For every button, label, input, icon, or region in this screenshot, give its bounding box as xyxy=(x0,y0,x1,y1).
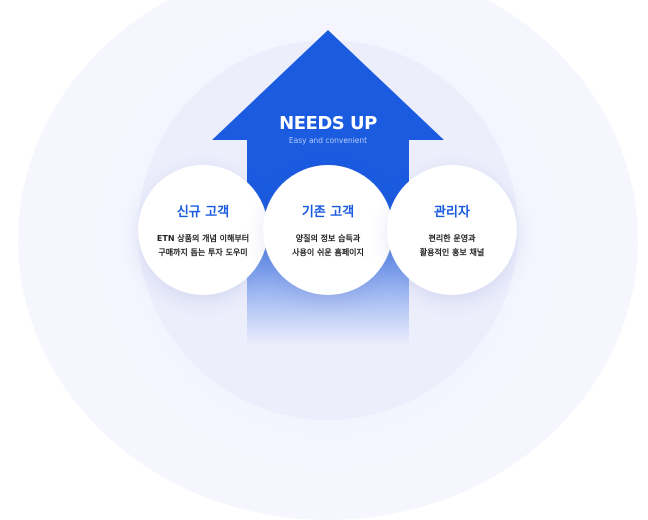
group-line: 구매까지 돕는 투자 도우미 xyxy=(158,247,248,257)
group-existing-customers: 기존 고객 양질의 정보 습득과 사용이 쉬운 홈페이지 xyxy=(263,165,393,295)
group-new-customers: 신규 고객 ETN 상품의 개념 이해부터 구매까지 돕는 투자 도우미 xyxy=(138,165,268,295)
group-title: 관리자 xyxy=(434,204,470,220)
group-line: 편리한 운영과 xyxy=(428,233,476,243)
group-line: 활용적인 홍보 채널 xyxy=(419,247,485,257)
diagram-subtitle: Easy and convenient xyxy=(288,136,368,145)
group-line: ETN 상품의 개념 이해부터 xyxy=(156,233,250,243)
group-title: 기존 고객 xyxy=(301,204,355,220)
group-admin: 관리자 편리한 운영과 활용적인 홍보 채널 xyxy=(387,165,517,295)
diagram-title: NEEDS UP xyxy=(279,113,377,134)
group-line: 양질의 정보 습득과 xyxy=(295,233,361,243)
group-line: 사용이 쉬운 홈페이지 xyxy=(292,247,364,257)
group-title: 신규 고객 xyxy=(176,204,230,220)
